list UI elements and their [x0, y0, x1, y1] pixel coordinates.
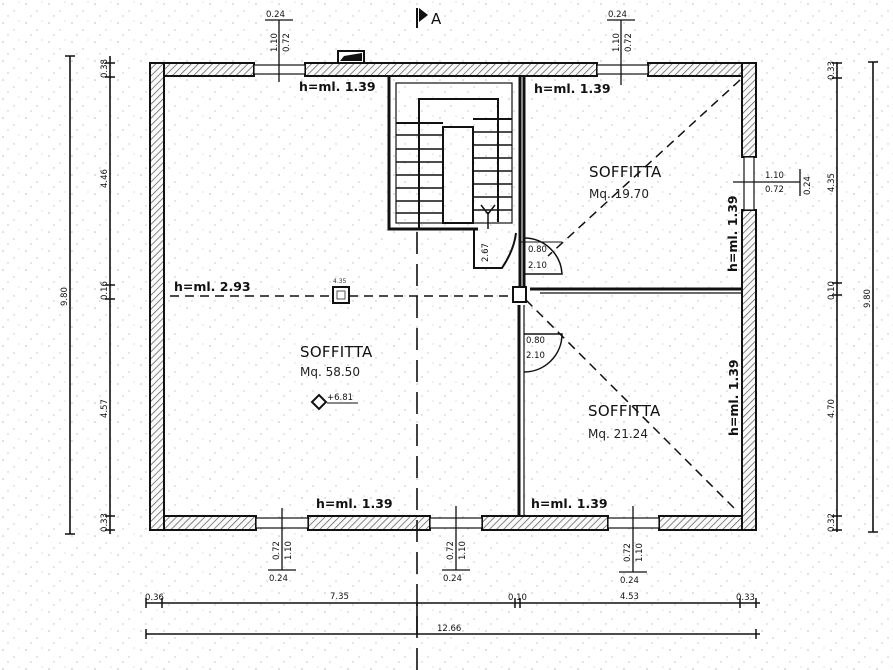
dim-left-3: 4.57: [100, 399, 110, 418]
dimension-ticks: [65, 55, 878, 639]
dim-bottom-1: 7.35: [330, 592, 349, 602]
room-main-label: SOFFITTA: [300, 343, 373, 361]
room-ne: SOFFITTA Mq. 19.70: [589, 163, 662, 201]
door-ne-height: 2.10: [528, 261, 547, 271]
window-right-sill: 0.72: [765, 185, 784, 195]
window-bottom-left-bottom: 0.24: [269, 574, 288, 584]
window-tags: [265, 19, 801, 573]
dimension-lines: [69, 56, 874, 635]
room-se-label: SOFFITTA: [588, 402, 661, 420]
window-top-left: 0.24 1.10 0.72: [266, 10, 292, 52]
room-se-area: Mq. 21.24: [588, 427, 648, 441]
height-bottom-right: h=ml. 1.39: [531, 496, 608, 511]
window-bottom-right-sill: 0.72: [623, 543, 633, 562]
window-top-right-sill: 0.72: [624, 33, 634, 52]
dim-right-total: 9.80: [863, 289, 873, 308]
dim-bottom-3: 4.53: [620, 592, 639, 602]
window-right-width: 1.10: [765, 171, 784, 181]
window-top-left-sill: 0.72: [282, 33, 292, 52]
height-top-right: h=ml. 1.39: [534, 81, 611, 96]
window-bottom-mid-width: 1.10: [458, 541, 468, 560]
dim-left-0: 0.38: [100, 59, 110, 78]
window-top-right: 0.24 1.10 0.72: [608, 10, 634, 52]
room-ne-label: SOFFITTA: [589, 163, 662, 181]
door-ne-width: 0.80: [528, 245, 547, 255]
dim-right-0: 0.33: [827, 61, 837, 80]
window-top-left-top: 0.24: [266, 10, 285, 20]
dim-bottom-0: 0.36: [145, 593, 164, 603]
section-marker: A: [431, 10, 442, 28]
level-mark: +6.81: [327, 393, 353, 403]
window-right: 1.10 0.72 0.24: [765, 171, 813, 195]
room-ne-area: Mq. 19.70: [589, 187, 649, 201]
window-right-side: 0.24: [803, 176, 813, 195]
room-main: SOFFITTA Mq. 58.50 +6.81: [300, 343, 373, 411]
window-bottom-left-sill: 0.72: [272, 541, 282, 560]
dim-bottom-total: 12.66: [437, 624, 461, 634]
window-bottom-mid-bottom: 0.24: [443, 574, 462, 584]
outer-walls: [149, 50, 757, 531]
window-bottom-right-bottom: 0.24: [620, 576, 639, 586]
chimney-corner: [512, 286, 527, 303]
chimneys: 4.35: [332, 278, 527, 304]
dim-bottom-2: 0.10: [508, 593, 527, 603]
dim-left-2: 0.16: [100, 281, 110, 300]
window-top-right-width: 1.10: [612, 33, 622, 52]
level-mark-icon: [310, 393, 328, 411]
stair-label: 2.67: [481, 243, 491, 262]
roof-lines: [170, 79, 741, 511]
dim-left-total: 9.80: [60, 287, 70, 306]
door-ne-swing: [523, 237, 563, 275]
dim-right-2: 0.10: [827, 281, 837, 300]
window-bottom-left: 0.72 1.10 0.24: [269, 541, 294, 584]
window-bottom-right-width: 1.10: [635, 543, 645, 562]
height-top-left: h=ml. 1.39: [299, 79, 376, 94]
height-right-upper: h=ml. 1.39: [725, 195, 740, 272]
section-line-a: A: [416, 8, 442, 670]
dim-left-1: 4.46: [100, 169, 110, 188]
chimney-main: [332, 286, 350, 304]
window-bottom-mid: 0.72 1.10 0.24: [443, 541, 468, 584]
inner-walls: [387, 76, 742, 516]
door-se-width: 0.80: [526, 336, 545, 346]
window-bottom-mid-sill: 0.72: [446, 541, 456, 560]
staircase: 2.67: [395, 82, 517, 269]
window-top-left-width: 1.10: [270, 33, 280, 52]
dim-right-4: 0.32: [827, 513, 837, 532]
room-main-area: Mq. 58.50: [300, 365, 360, 379]
height-right-lower: h=ml. 1.39: [726, 359, 741, 436]
window-top-right-top: 0.24: [608, 10, 627, 20]
dim-left-4: 0.33: [100, 513, 110, 532]
dim-right-1: 4.35: [827, 173, 837, 192]
window-bottom-right: 0.72 1.10 0.24: [620, 543, 645, 586]
dim-bottom-4: 0.33: [736, 593, 755, 603]
room-se: SOFFITTA Mq. 21.24: [588, 402, 661, 441]
chimney-label: 4.35: [333, 278, 347, 285]
height-bottom-left: h=ml. 1.39: [316, 496, 393, 511]
door-se-height: 2.10: [526, 351, 545, 361]
window-bottom-left-width: 1.10: [284, 541, 294, 560]
dim-right-3: 4.70: [827, 399, 837, 418]
height-ridge: h=ml. 2.93: [174, 279, 251, 294]
